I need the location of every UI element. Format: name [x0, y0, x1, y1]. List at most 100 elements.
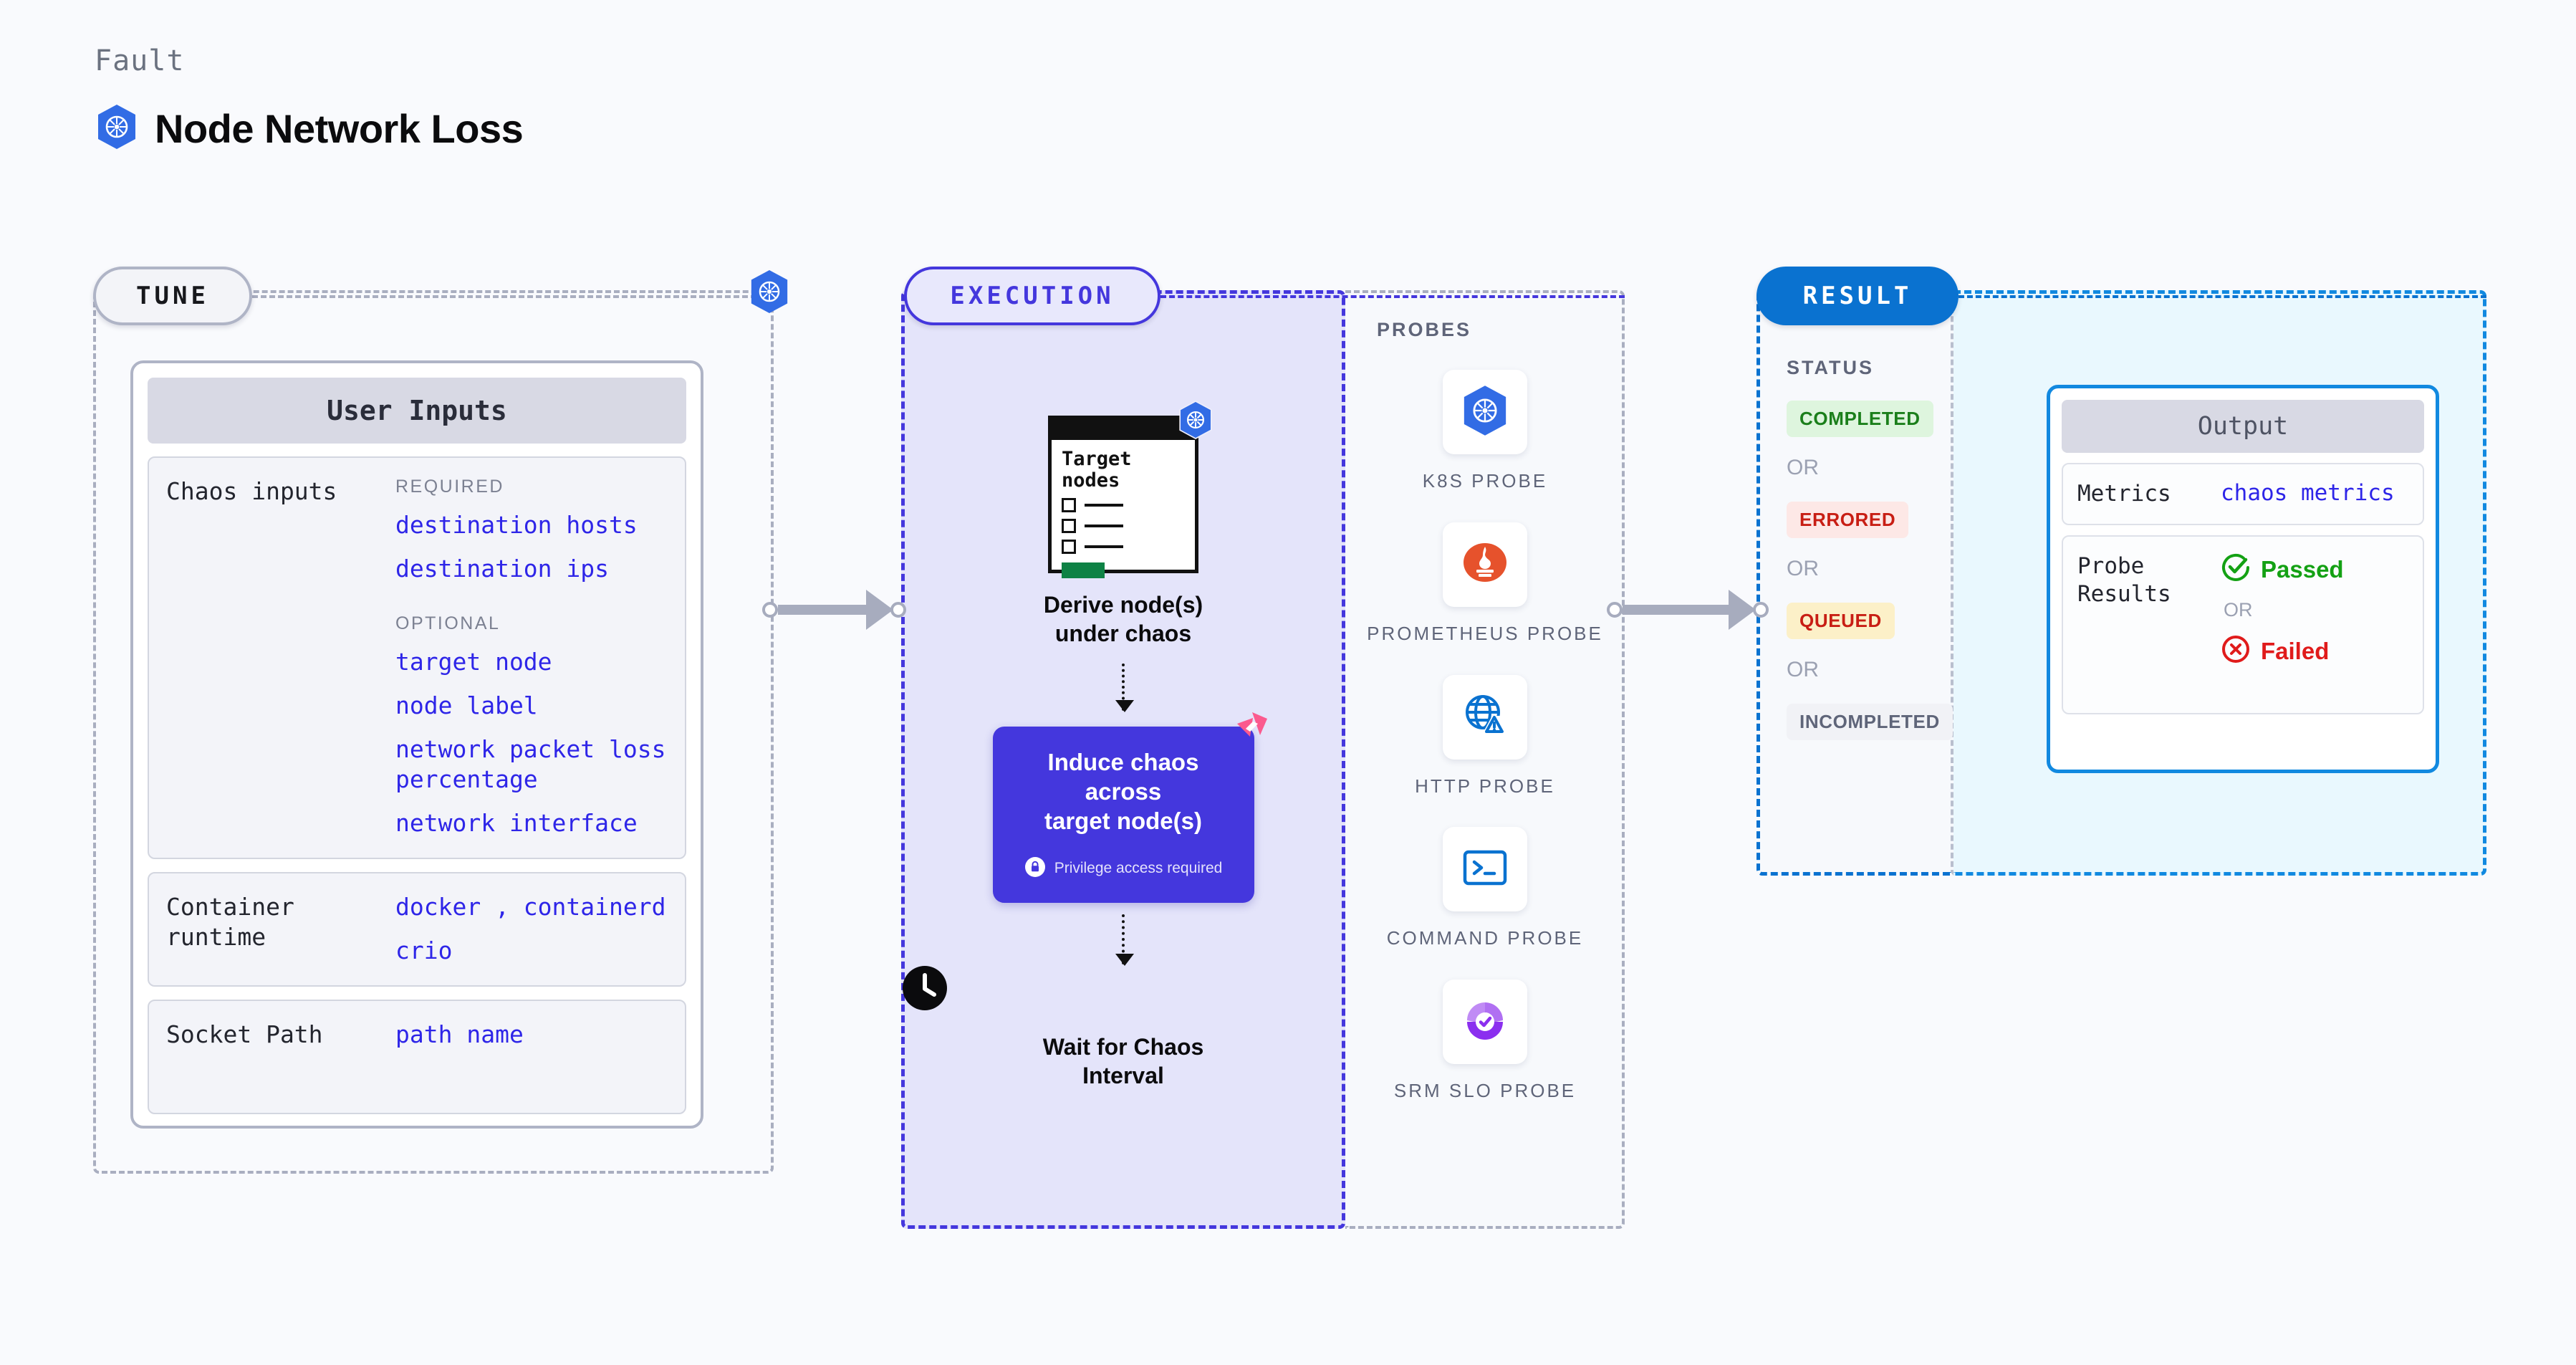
- stage-pill-execution[interactable]: EXECUTION: [904, 267, 1160, 325]
- privilege-note-text: Privilege access required: [1054, 860, 1223, 877]
- probe-results-values: Passed OR Failed: [2221, 552, 2344, 668]
- list-line: [1085, 504, 1123, 507]
- clock-icon: [901, 964, 1345, 1015]
- checklist-row: [1062, 519, 1185, 534]
- status-badge-errored: ERRORED: [1787, 502, 1909, 538]
- or-separator: OR: [1787, 557, 1819, 580]
- input-value[interactable]: destination ips: [395, 554, 610, 583]
- group-tag-required: REQUIRED: [395, 476, 504, 497]
- user-inputs-card: User Inputs Chaos inputs REQUIRED destin…: [130, 360, 703, 1129]
- tune-region: [93, 290, 774, 1174]
- status-badge-queued: QUEUED: [1787, 603, 1895, 639]
- card-title-bar: [1048, 416, 1198, 440]
- connector-dot: [1753, 602, 1769, 618]
- page-title: Node Network Loss: [155, 106, 524, 151]
- probe-item-prometheus[interactable]: PROMETHEUS PROBE: [1345, 522, 1625, 646]
- output-block-metrics: Metrics chaos metrics: [2062, 463, 2424, 526]
- input-value[interactable]: node label: [395, 691, 538, 719]
- probe-item-http[interactable]: HTTP PROBE: [1345, 674, 1625, 799]
- metrics-value[interactable]: chaos metrics: [2221, 480, 2395, 506]
- list-line: [1085, 525, 1123, 528]
- kubernetes-icon: [1460, 384, 1510, 441]
- probe-item-srm-slo[interactable]: SRM SLO PROBE: [1345, 980, 1625, 1103]
- kubernetes-icon: [1177, 400, 1214, 444]
- probe-label: PROMETHEUS PROBE: [1367, 622, 1603, 644]
- metrics-label: Metrics: [2077, 481, 2171, 507]
- input-value[interactable]: network packet loss percentage: [395, 734, 666, 794]
- passed-label: Passed: [2261, 555, 2344, 583]
- globe-warning-icon: [1460, 690, 1510, 744]
- input-block-label: Socket Path: [166, 1020, 323, 1049]
- connector-dot: [890, 602, 906, 618]
- probes-title: PROBES: [1377, 319, 1472, 340]
- input-value[interactable]: crio: [395, 937, 453, 965]
- output-card: Output Metrics chaos metrics Probe Resul…: [2047, 385, 2439, 773]
- probe-item-k8s[interactable]: K8S PROBE: [1345, 370, 1625, 494]
- input-value[interactable]: path name: [395, 1020, 524, 1049]
- connector-dot: [762, 602, 778, 618]
- connector-line: [1623, 605, 1730, 615]
- or-separator: OR: [2224, 599, 2253, 621]
- probe-label: K8S PROBE: [1422, 470, 1548, 492]
- fault-kicker: Fault: [95, 44, 185, 77]
- checkbox-icon: [1062, 519, 1076, 534]
- input-block-socket-path: Socket Path path name: [148, 1000, 686, 1115]
- connector-arrowhead: [866, 590, 893, 630]
- probe-item-command[interactable]: COMMAND PROBE: [1345, 827, 1625, 951]
- user-inputs-title: User Inputs: [148, 378, 686, 444]
- induce-chaos-box[interactable]: Induce chaos across target node(s) Privi…: [992, 712, 1267, 903]
- probe-label: HTTP PROBE: [1415, 775, 1555, 797]
- input-block-values: REQUIRED destination hosts destination i…: [395, 476, 668, 839]
- connector-tune-to-execution: [762, 590, 906, 630]
- input-block-container-runtime: Container runtime docker , containerd cr…: [148, 872, 686, 987]
- probe-result-failed: Failed: [2221, 634, 2344, 668]
- connector-execution-to-result: [1607, 590, 1769, 630]
- input-block-label: Chaos inputs: [166, 477, 337, 505]
- connector-dot: [1607, 602, 1623, 618]
- probe-result-passed: Passed: [2221, 552, 2344, 586]
- connector-arrowhead: [1729, 590, 1756, 630]
- input-value[interactable]: destination hosts: [395, 511, 638, 539]
- input-block-values: path name: [395, 1020, 668, 1094]
- flow-arrow-down: [1115, 914, 1134, 966]
- probe-results-label: Probe Results: [2077, 553, 2171, 608]
- or-separator: OR: [1787, 456, 1819, 479]
- lock-icon: [1024, 856, 1046, 881]
- checklist-row: [1062, 498, 1185, 513]
- status-badge-completed: COMPLETED: [1787, 401, 1933, 437]
- execution-flow: Target nodes: [901, 290, 1345, 1090]
- terminal-icon: [1460, 846, 1510, 893]
- status-badge-incompleted: INCOMPLETED: [1787, 704, 1953, 740]
- input-block-values: docker , containerd crio: [395, 892, 668, 967]
- harness-logo-icon: [1234, 709, 1270, 749]
- flow-arrow-down: [1115, 664, 1134, 712]
- kubernetes-icon: [748, 269, 791, 318]
- failed-label: Failed: [2261, 637, 2330, 664]
- input-value[interactable]: network interface: [395, 809, 638, 838]
- stage-pill-tune[interactable]: TUNE: [93, 267, 252, 325]
- output-block-probe-results: Probe Results Passed OR: [2062, 535, 2424, 715]
- step-caption-wait-interval: Wait for Chaos Interval: [1042, 1033, 1204, 1088]
- tune-connector-line: [252, 295, 774, 298]
- execution-connector-line: [1160, 295, 1625, 298]
- result-status-panel: STATUS COMPLETED OR ERRORED OR QUEUED OR…: [1756, 290, 1953, 740]
- prometheus-icon: [1460, 537, 1510, 591]
- privilege-note: Privilege access required: [1009, 856, 1239, 881]
- group-tag-optional: OPTIONAL: [395, 613, 501, 633]
- result-connector-line: [1959, 295, 2486, 298]
- list-line: [1085, 545, 1123, 549]
- step-caption-derive-nodes: Derive node(s) under chaos: [1043, 592, 1203, 646]
- connector-line: [778, 605, 868, 615]
- progress-bar: [1062, 562, 1105, 579]
- input-value[interactable]: docker , containerd: [395, 893, 666, 921]
- title-row: Node Network Loss: [95, 103, 524, 154]
- stage-pill-result[interactable]: RESULT: [1756, 267, 1959, 325]
- output-title: Output: [2062, 400, 2424, 453]
- input-value[interactable]: target node: [395, 647, 552, 676]
- induce-chaos-title: Induce chaos across target node(s): [1044, 749, 1202, 834]
- target-nodes-title: Target nodes: [1062, 448, 1132, 492]
- check-circle-icon: [2221, 552, 2251, 586]
- status-title: STATUS: [1787, 357, 1874, 378]
- probe-label: COMMAND PROBE: [1386, 927, 1584, 949]
- or-separator: OR: [1787, 658, 1819, 681]
